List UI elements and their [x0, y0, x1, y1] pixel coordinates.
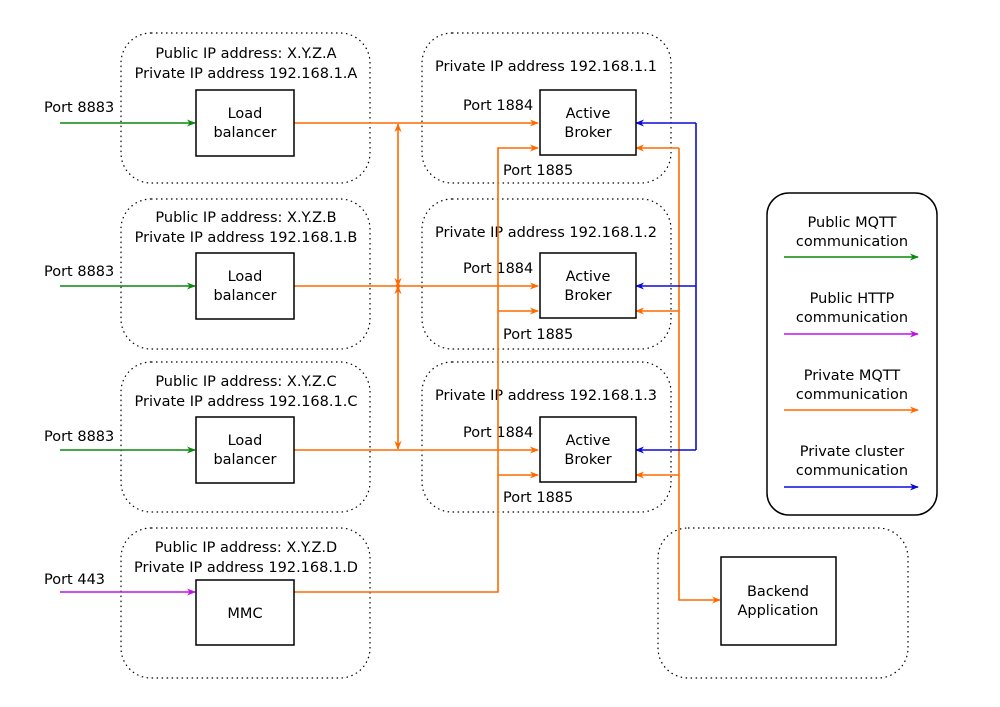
broker-2-private-ip: Private IP address 192.168.1.2: [435, 225, 657, 241]
broker-2: Active Broker: [539, 252, 637, 319]
broker-3-line2: Broker: [564, 452, 611, 468]
legend-private-cluster-line1: Private cluster: [800, 444, 905, 460]
load-balancer-a: Load balancer: [195, 89, 295, 157]
ingress-b-private-ip: Private IP address 192.168.1.B: [135, 230, 358, 246]
ingress-d-private-ip: Private IP address 192.168.1.D: [134, 560, 358, 576]
arrow-mmc-trunk: [294, 144, 539, 593]
ingress-a-public-ip: Public IP address: X.Y.Z.A: [155, 46, 336, 62]
broker-1: Active Broker: [539, 89, 637, 156]
mmc-box: MMC: [195, 579, 295, 646]
load-balancer-a-line1: Load: [228, 106, 263, 122]
backend-application: Backend Application: [720, 556, 837, 646]
broker-3-line1: Active: [566, 433, 611, 449]
legend-public-mqtt-line2: communication: [796, 234, 908, 250]
broker-1-port-in: Port 1884: [463, 98, 533, 114]
legend: Public MQTT communication Public HTTP co…: [766, 192, 938, 516]
load-balancer-b-line2: balancer: [213, 288, 276, 304]
group-ingress-a: [120, 32, 371, 184]
ingress-b-port-label: Port 8883: [44, 264, 114, 280]
broker-3-private-ip: Private IP address 192.168.1.3: [435, 388, 657, 404]
legend-public-http-line2: communication: [796, 310, 908, 326]
ingress-c-private-ip: Private IP address 192.168.1.C: [135, 394, 358, 410]
broker-1-port-cluster: Port 1885: [503, 163, 573, 179]
ingress-d-port-label: Port 443: [44, 572, 105, 588]
group-backend: [657, 527, 909, 679]
backend-line1: Backend: [747, 584, 809, 600]
crosslink-junction: [395, 283, 401, 289]
ingress-b-public-ip: Public IP address: X.Y.Z.B: [155, 210, 336, 226]
load-balancer-c-line1: Load: [228, 433, 263, 449]
group-ingress-c: [120, 361, 371, 513]
load-balancer-b-line1: Load: [228, 269, 263, 285]
ingress-a-private-ip: Private IP address 192.168.1.A: [135, 66, 358, 82]
ingress-a-port-label: Port 8883: [44, 100, 114, 116]
ingress-c-port-label: Port 8883: [44, 429, 114, 445]
broker-1-line1: Active: [566, 106, 611, 122]
group-ingress-b: [120, 198, 371, 350]
mmc-box-label: MMC: [227, 606, 262, 622]
legend-private-mqtt-line2: communication: [796, 387, 908, 403]
group-broker-1: [421, 32, 672, 184]
ingress-c-public-ip: Public IP address: X.Y.Z.C: [155, 374, 336, 390]
broker-2-line1: Active: [566, 269, 611, 285]
arrow-brokers-to-backend: [678, 148, 721, 604]
legend-private-cluster-line2: communication: [796, 463, 908, 479]
broker-3: Active Broker: [539, 416, 637, 483]
backend-line2: Application: [737, 603, 818, 619]
load-balancer-b: Load balancer: [195, 252, 295, 320]
legend-public-mqtt-line1: Public MQTT: [808, 215, 897, 231]
broker-2-port-cluster: Port 1885: [503, 327, 573, 343]
broker-1-line2: Broker: [564, 125, 611, 141]
load-balancer-a-line2: balancer: [213, 125, 276, 141]
ingress-d-public-ip: Public IP address: X.Y.Z.D: [155, 540, 337, 556]
group-ingress-d: [120, 527, 371, 679]
broker-1-private-ip: Private IP address 192.168.1.1: [435, 59, 657, 75]
legend-public-http-line1: Public HTTP: [810, 291, 895, 307]
load-balancer-c-line2: balancer: [213, 452, 276, 468]
broker-3-port-cluster: Port 1885: [503, 490, 573, 506]
legend-private-mqtt-line1: Private MQTT: [804, 368, 901, 384]
group-broker-2: [421, 198, 672, 350]
group-broker-3: [421, 361, 672, 513]
broker-2-line2: Broker: [564, 288, 611, 304]
load-balancer-c: Load balancer: [195, 416, 295, 484]
